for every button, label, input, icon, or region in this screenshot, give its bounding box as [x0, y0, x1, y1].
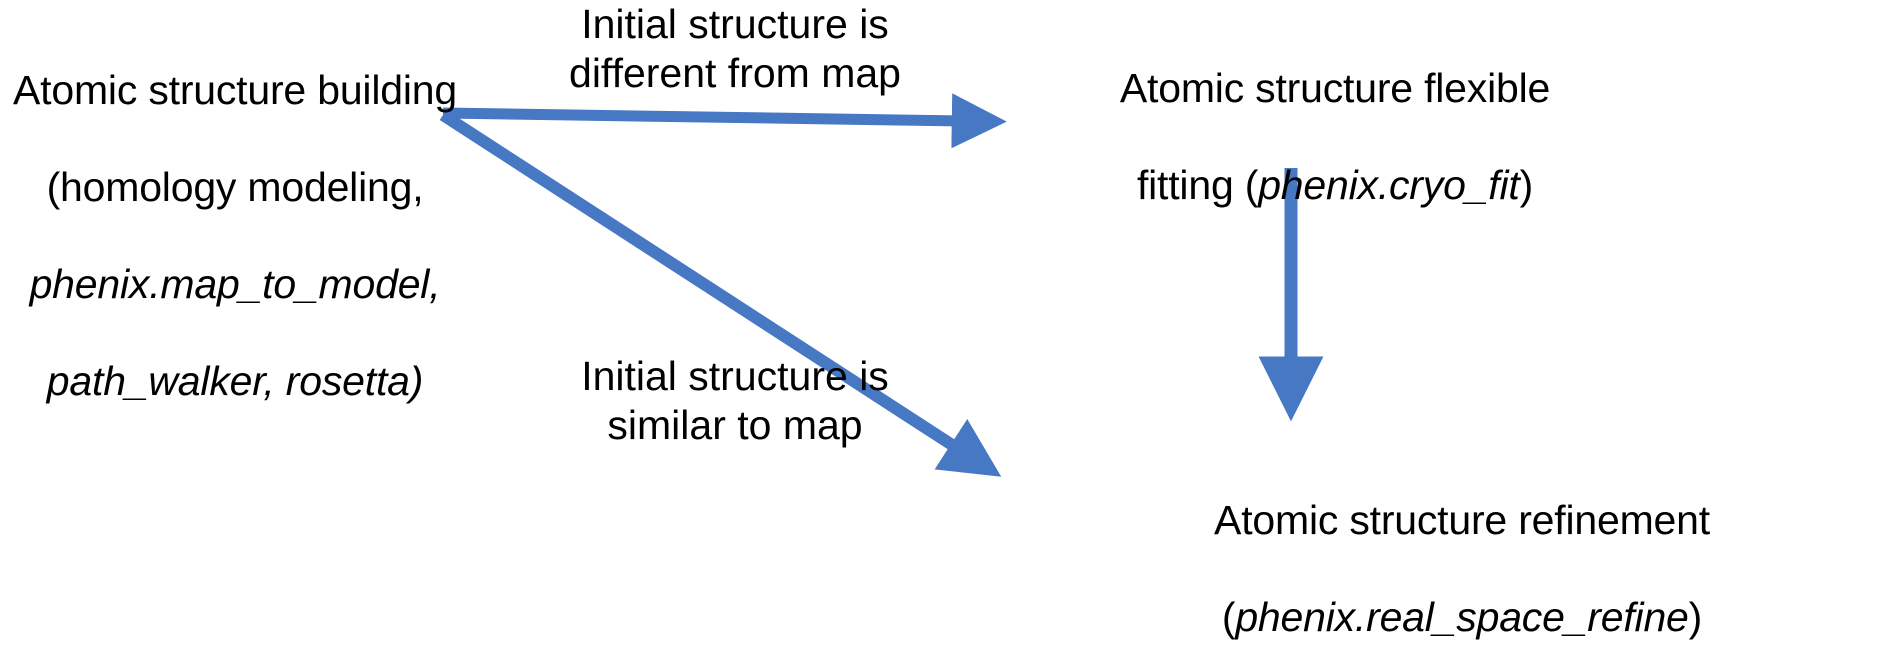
arrow-building-to-flexible-fitting: [442, 93, 1007, 149]
node-flexfit-prefix: fitting (: [1136, 162, 1259, 209]
node-building-line1: Atomic structure building: [13, 67, 457, 114]
node-building-line3: phenix.map_to_model,: [29, 260, 441, 307]
node-atomic-structure-flexible-fitting: Atomic structure flexible fitting (pheni…: [1075, 16, 1595, 258]
node-flexfit-line1: Atomic structure flexible: [1119, 65, 1551, 112]
node-refine-prefix: (: [1221, 594, 1236, 641]
node-refine-suffix: ): [1688, 594, 1703, 641]
edge-label-similar-line1: Initial structure: [581, 353, 848, 399]
node-building-line2: (homology modeling,: [46, 164, 424, 211]
node-atomic-structure-building: Atomic structure building (homology mode…: [0, 18, 470, 453]
edge-label-different-line1: Initial structure: [581, 1, 848, 47]
edge-label-is-different-from-map: Initial structure is different from map: [520, 0, 950, 98]
edge-label-different-line2: is different from map: [569, 1, 901, 97]
node-building-line4: path_walker, rosetta): [0, 357, 470, 405]
node-refine-line1: Atomic structure refinement: [1214, 497, 1710, 544]
node-atomic-structure-refinement: Atomic structure refinement (phenix.real…: [1040, 448, 1884, 662]
node-building-line4-italic: path_walker, rosetta): [46, 357, 424, 404]
node-refine-line2: (phenix.real_space_refine): [1040, 593, 1884, 641]
edge-label-similar-line2: is similar to map: [607, 353, 889, 449]
node-refine-command: phenix.real_space_refine: [1235, 594, 1689, 641]
node-flexfit-line2: fitting (phenix.cryo_fit): [1075, 161, 1595, 209]
node-flexfit-suffix: ): [1519, 162, 1534, 209]
node-flexfit-command: phenix.cryo_fit: [1258, 162, 1520, 209]
edge-label-is-similar-to-map: Initial structure is similar to map: [520, 352, 950, 450]
